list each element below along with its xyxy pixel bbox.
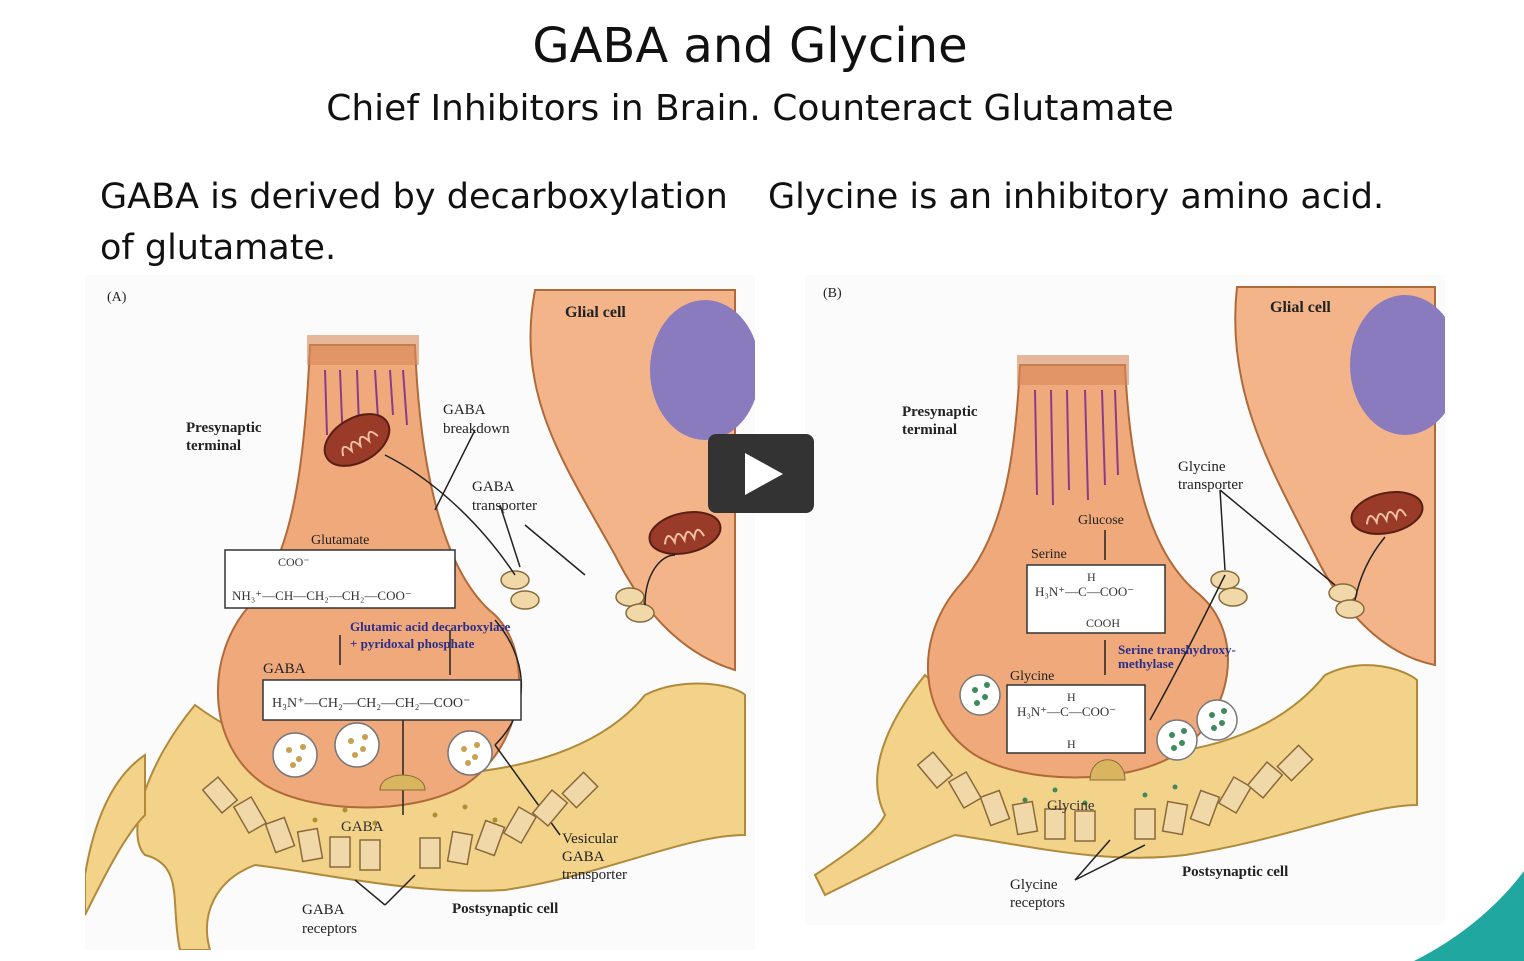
gaba-formula: H₃N⁺—CH₂—CH₂—CH₂—COO⁻ xyxy=(272,696,470,711)
glycine-description: Glycine is an inhibitory amino acid. xyxy=(768,177,1385,217)
vesicular-label-1: Vesicular xyxy=(562,831,618,847)
presynaptic-label-2: terminal xyxy=(186,438,241,454)
glial-nucleus xyxy=(650,300,755,440)
vesicle xyxy=(1196,699,1238,741)
gaba-transporter-label-2: transporter xyxy=(472,498,537,514)
vesicular-label-2: GABA xyxy=(562,849,605,865)
postsynaptic-label: Postsynaptic cell xyxy=(1182,864,1288,880)
gaba-description: GABA is derived by decarboxylation of gl… xyxy=(100,177,728,268)
panel-a-label: (A) xyxy=(107,290,127,305)
gaba-receptors-label-1: GABA xyxy=(302,902,345,918)
enzyme-label-1: Glutamic acid decarboxylase xyxy=(350,619,511,634)
glial-cell-label: Glial cell xyxy=(1270,299,1331,316)
enzyme-label-2: methylase xyxy=(1118,656,1174,671)
glycine-receptors-label-1: Glycine xyxy=(1010,877,1058,893)
glutamate-coo: COO⁻ xyxy=(278,555,310,569)
cleft-gaba-label: GABA xyxy=(341,819,384,835)
enzyme-label-1: Serine transhydroxy- xyxy=(1118,642,1236,657)
vesicle xyxy=(959,674,1001,716)
glycine-formula: H₃N⁺—C—COO⁻ xyxy=(1017,704,1116,719)
postsynaptic-label: Postsynaptic cell xyxy=(452,901,558,917)
presynaptic-label-1: Presynaptic xyxy=(902,404,978,420)
presynaptic-label-2: terminal xyxy=(902,422,957,438)
panel-b-label: (B) xyxy=(823,286,842,301)
glycine-transporter-2 xyxy=(1328,583,1358,603)
vesicular-label-3: transporter xyxy=(562,867,627,883)
gaba-breakdown-label-2: breakdown xyxy=(443,421,510,437)
serine-formula-box xyxy=(1026,564,1166,634)
mitochondrion-presynaptic xyxy=(323,413,391,467)
corner-accent xyxy=(1414,871,1524,961)
glycine-transporter-label-1: Glycine xyxy=(1178,459,1226,475)
vesicle xyxy=(334,722,380,768)
play-button[interactable] xyxy=(708,434,814,513)
enzyme-label-2: + pyridoxal phosphate xyxy=(350,636,475,651)
play-icon xyxy=(745,453,783,495)
gaba-label: GABA xyxy=(263,661,306,677)
vesicle xyxy=(1156,719,1198,761)
glycine-transporter-label-2: transporter xyxy=(1178,477,1243,493)
gaba-receptors-label-2: receptors xyxy=(302,921,357,937)
mitochondrion-glial xyxy=(648,511,722,555)
cleft-glycine-label: Glycine xyxy=(1047,798,1095,814)
serine-label: Serine xyxy=(1031,547,1067,562)
glycine-transporter-1 xyxy=(1210,570,1240,590)
gaba-synapse-diagram: (A) Glial cell Presynaptic terminal GABA… xyxy=(85,275,755,950)
presynaptic-label-1: Presynaptic xyxy=(186,420,262,436)
gaba-transporter-label-1: GABA xyxy=(472,479,515,495)
glycine-label: Glycine xyxy=(1010,669,1054,684)
glycine-h-top: H xyxy=(1067,690,1076,704)
glycine-receptors xyxy=(916,744,1314,842)
serine-cooh: COOH xyxy=(1086,616,1120,630)
glutamate-label: Glutamate xyxy=(311,533,369,548)
slide-title: GABA and Glycine xyxy=(532,18,968,74)
glutamate-formula-box xyxy=(224,549,456,609)
gaba-receptors xyxy=(201,771,599,871)
slide-subtitle: Chief Inhibitors in Brain. Counteract Gl… xyxy=(326,88,1174,129)
glycine-h-bottom: H xyxy=(1067,737,1076,751)
glial-nucleus xyxy=(1350,295,1445,435)
vesicle xyxy=(447,730,493,776)
serine-h: H xyxy=(1087,570,1096,584)
glycine-synapse-diagram: (B) Glial cell Presynaptic terminal Glyc… xyxy=(805,275,1445,925)
gaba-breakdown-label-1: GABA xyxy=(443,402,486,418)
microtubules xyxy=(1034,389,1119,506)
serine-formula: H₃N⁺—C—COO⁻ xyxy=(1035,584,1134,599)
gaba-transporter-1 xyxy=(500,570,530,590)
gaba-formula-box xyxy=(262,679,522,721)
glycine-formula-box xyxy=(1006,684,1146,754)
vesicle xyxy=(272,732,318,778)
glial-cell-label: Glial cell xyxy=(565,304,626,321)
glycine-receptors-label-2: receptors xyxy=(1010,895,1065,911)
glucose-label: Glucose xyxy=(1078,513,1124,528)
glutamate-formula: NH₃⁺—CH—CH₂—CH₂—COO⁻ xyxy=(232,588,412,603)
mitochondrion-glial xyxy=(1350,491,1424,535)
